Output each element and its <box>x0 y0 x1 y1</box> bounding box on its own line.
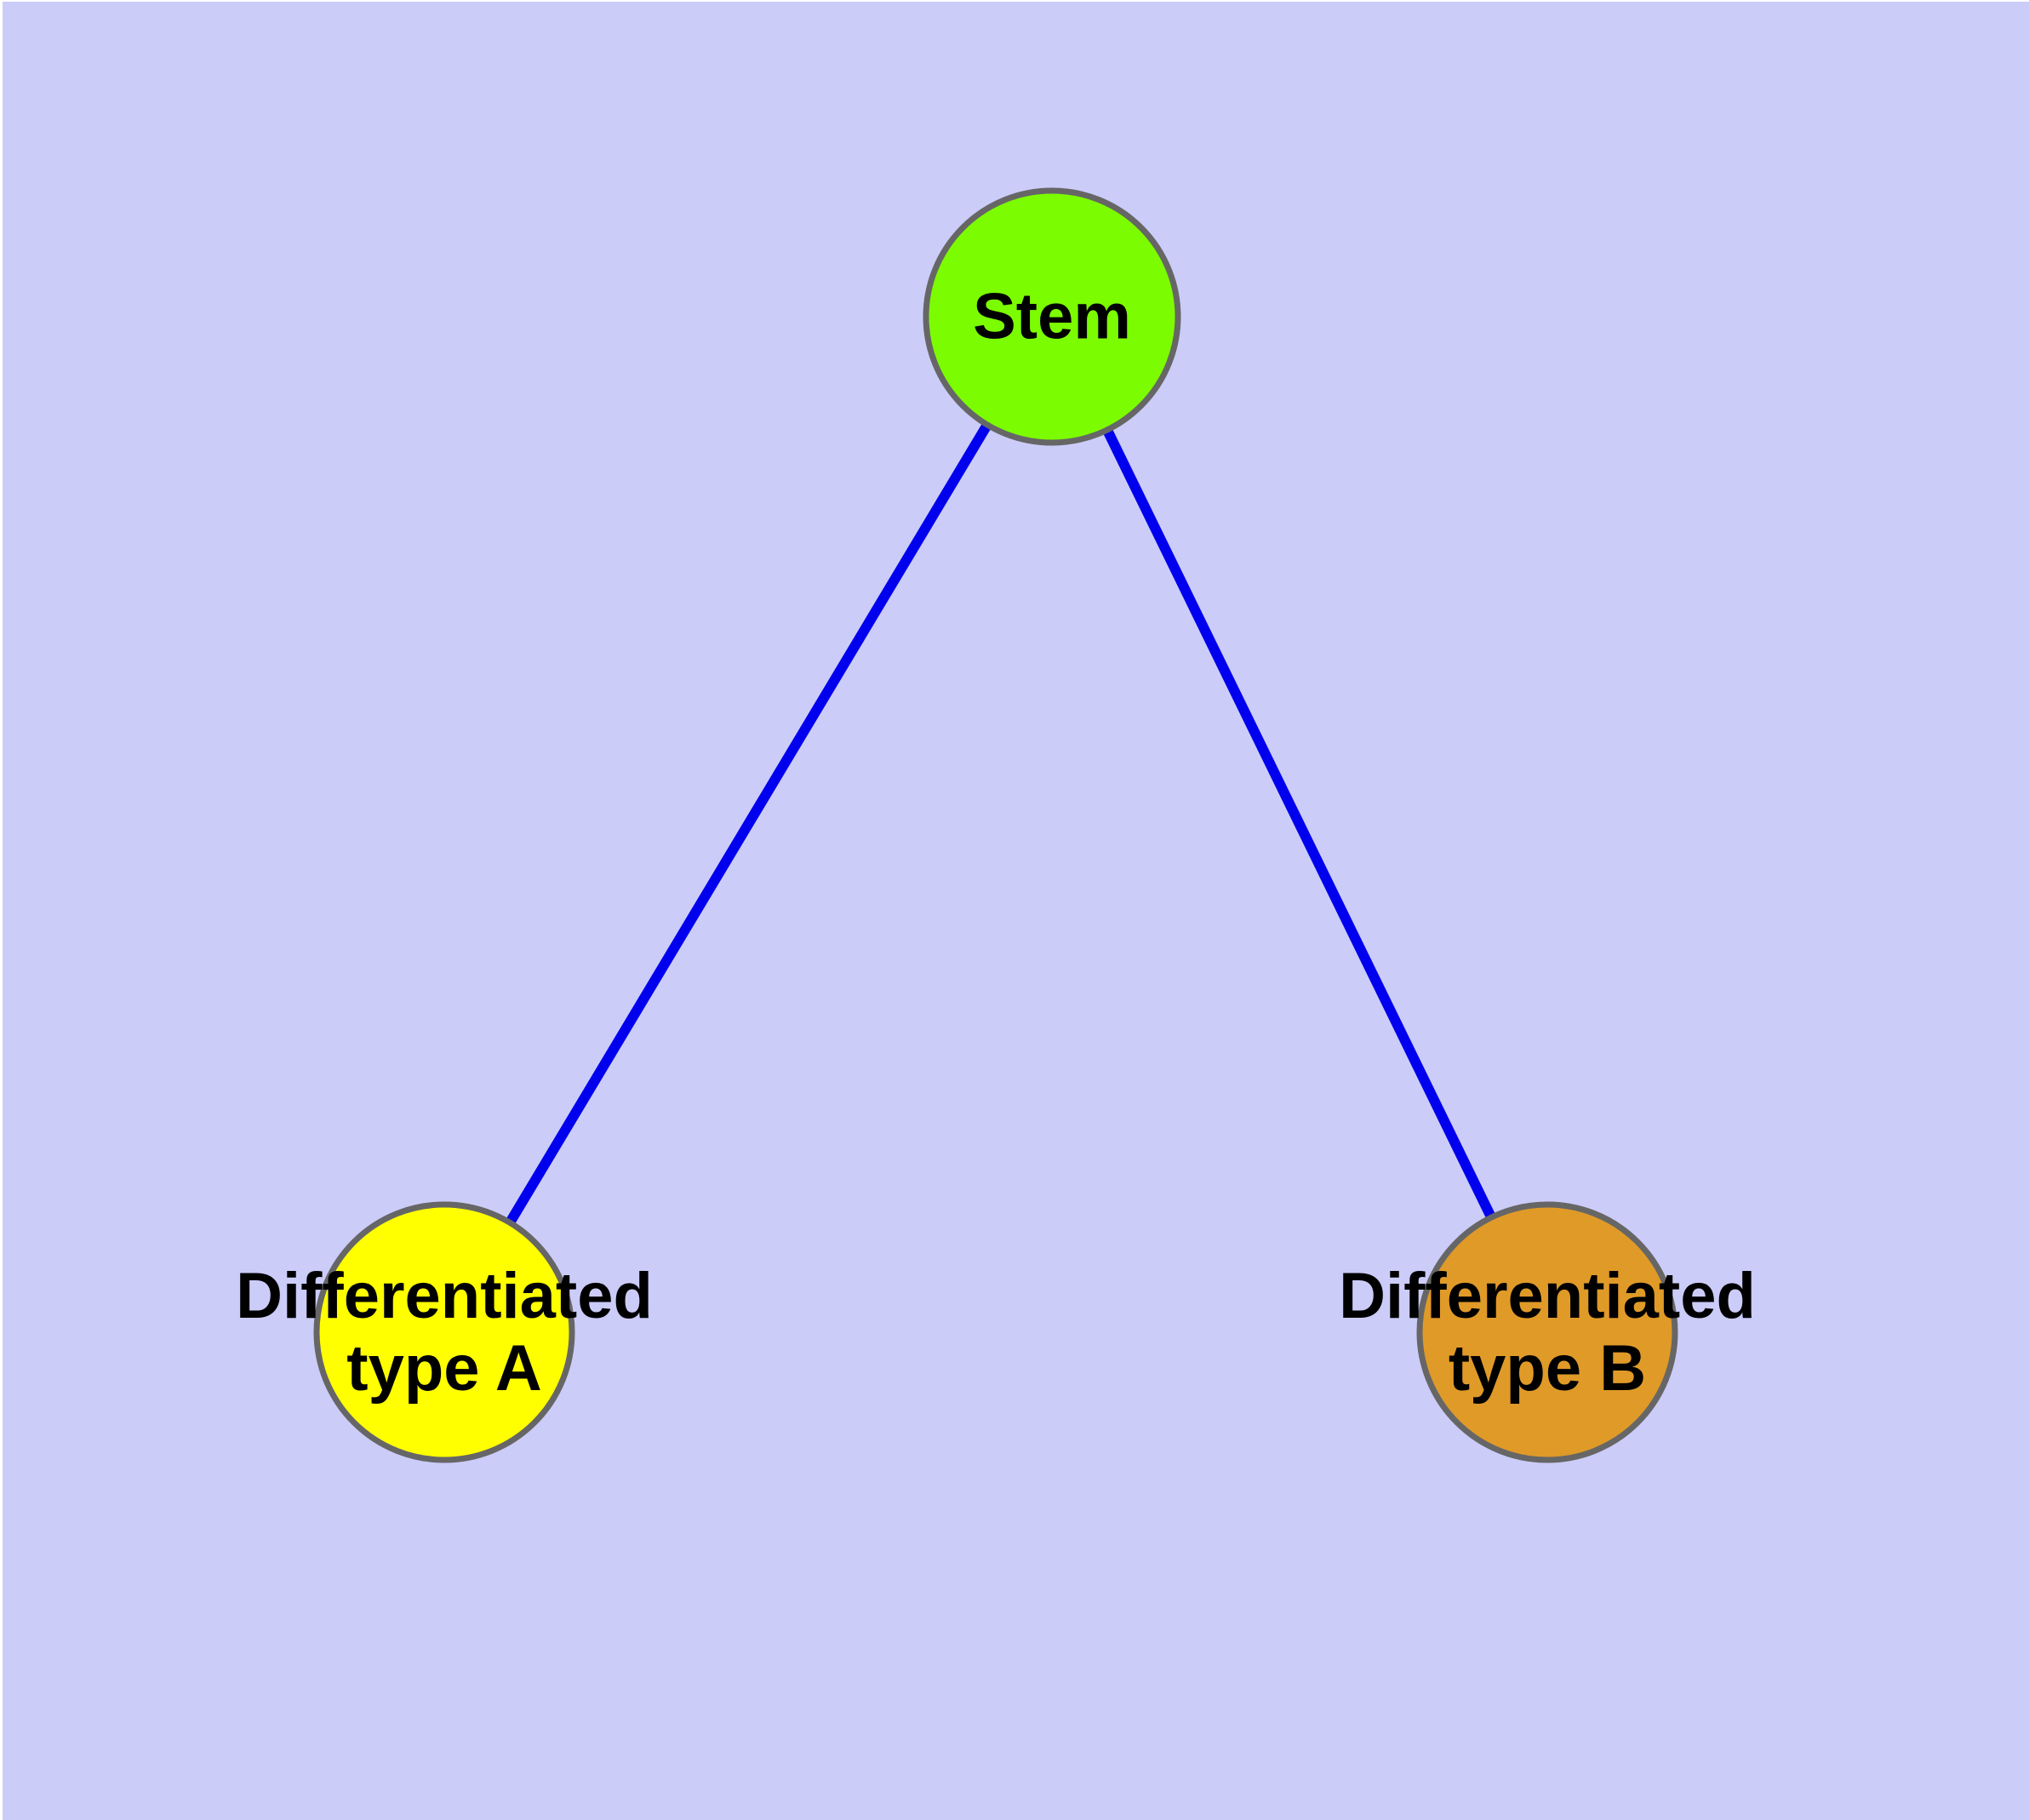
node-stem[interactable] <box>923 187 1181 446</box>
edge-stem-to-differentiated-a[interactable] <box>506 423 992 1224</box>
node-layer <box>313 187 1678 1463</box>
node-differentiated-type-a[interactable] <box>313 1201 575 1463</box>
node-differentiated-type-b[interactable] <box>1416 1201 1678 1463</box>
edge-layer <box>506 423 1495 1224</box>
edge-stem-to-differentiated-b[interactable] <box>1103 429 1495 1219</box>
